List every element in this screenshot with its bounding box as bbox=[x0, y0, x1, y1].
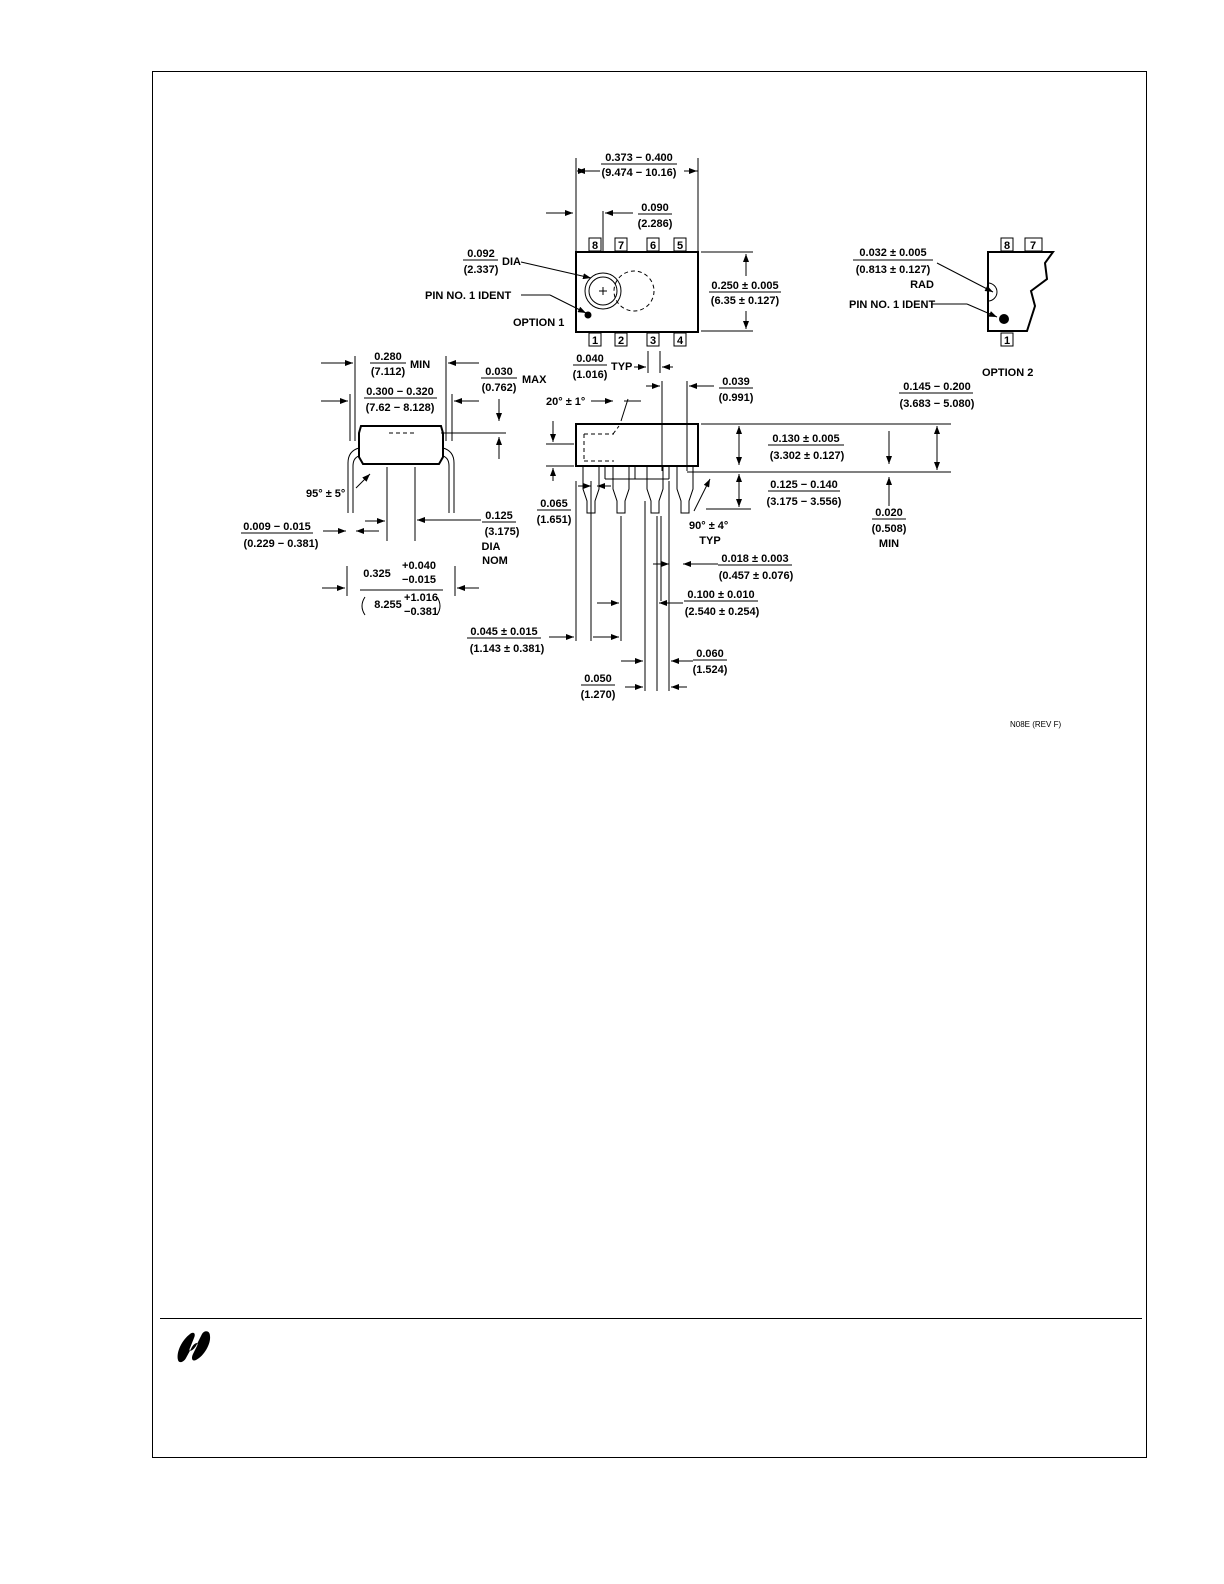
page-frame: 0.373 − 0.400 (9.474 − 10.16) 0.090 (2.2… bbox=[152, 71, 1147, 1458]
body-width-mm: (6.35 ± 0.127) bbox=[711, 295, 780, 307]
shoulder-in: 0.065 bbox=[540, 498, 568, 510]
lead-typ-in: 0.040 bbox=[576, 353, 604, 365]
package-body bbox=[575, 251, 699, 333]
pin-5: 5 bbox=[677, 240, 683, 252]
lead-w-mm: (0.457 ± 0.076) bbox=[719, 570, 794, 582]
opt2-pin-8: 8 bbox=[1004, 240, 1010, 252]
angle95: 95° ± 5° bbox=[306, 488, 345, 500]
option2-body bbox=[987, 251, 1055, 332]
opt2-pin1-dot bbox=[999, 314, 1009, 324]
lead-thick-mm: (0.229 − 0.381) bbox=[244, 538, 319, 550]
end-lead-mm: (1.143 ± 0.381) bbox=[470, 643, 545, 655]
top-pins: 8 7 6 5 bbox=[588, 237, 687, 252]
opt2-pin-1: 1 bbox=[1004, 335, 1010, 347]
pin-6: 6 bbox=[650, 240, 656, 252]
option-1-label: OPTION 1 bbox=[513, 317, 564, 329]
d039-mm: (0.991) bbox=[719, 392, 754, 404]
lead-len-mm: (3.175 − 3.556) bbox=[767, 496, 842, 508]
option2-view: 8 7 1 0.032 ± 0.005 (0.813 ± 0.127) RAD … bbox=[849, 237, 1055, 379]
overall-width-mm: (9.474 − 10.16) bbox=[602, 167, 677, 179]
side-body bbox=[575, 423, 699, 467]
max-in: 0.030 bbox=[485, 366, 513, 378]
pin1-dot bbox=[584, 311, 592, 319]
pin-1: 1 bbox=[592, 335, 598, 347]
row-span-in: 0.325 bbox=[363, 568, 391, 580]
overall-width-in: 0.373 − 0.400 bbox=[605, 152, 673, 164]
max-suffix: MAX bbox=[522, 374, 547, 386]
option-2-label: OPTION 2 bbox=[982, 367, 1033, 379]
standoff-suffix: MIN bbox=[879, 538, 899, 550]
d090-mm: (2.286) bbox=[638, 218, 673, 230]
w050-mm: (1.270) bbox=[581, 689, 616, 701]
pin-8: 8 bbox=[592, 240, 598, 252]
footer-divider bbox=[160, 1318, 1142, 1319]
opt2-pin-7: 7 bbox=[1030, 240, 1036, 252]
min-span-in: 0.280 bbox=[374, 351, 402, 363]
end-body bbox=[358, 425, 444, 465]
lead-typ-mm: (1.016) bbox=[573, 369, 608, 381]
rad-mm: (0.813 ± 0.127) bbox=[856, 264, 931, 276]
end-lead-in: 0.045 ± 0.015 bbox=[470, 626, 537, 638]
span-mm: (7.62 − 8.128) bbox=[366, 402, 435, 414]
pin-3: 3 bbox=[650, 335, 656, 347]
dia-nom-mm: (3.175) bbox=[485, 526, 520, 538]
d039-in: 0.039 bbox=[722, 376, 750, 388]
body-width-in: 0.250 ± 0.005 bbox=[711, 280, 778, 292]
bottom-pins: 1 2 3 4 bbox=[588, 332, 687, 347]
height-total-mm: (3.683 − 5.080) bbox=[900, 398, 975, 410]
height-total-in: 0.145 − 0.200 bbox=[903, 381, 971, 393]
lead-len-in: 0.125 − 0.140 bbox=[770, 479, 838, 491]
rad-suffix: RAD bbox=[910, 279, 934, 291]
dia-nom-l2: NOM bbox=[482, 555, 508, 567]
pitch-in: 0.100 ± 0.010 bbox=[687, 589, 754, 601]
pin1-ident-1: PIN NO. 1 IDENT bbox=[425, 290, 511, 302]
side-view: 20° ± 1° 0.039 (0.991) 0.145 − 0.200 (3.… bbox=[467, 376, 975, 701]
dia-in: 0.092 bbox=[467, 248, 495, 260]
min-span-suffix: MIN bbox=[410, 359, 430, 371]
dia-nom-in: 0.125 bbox=[485, 510, 513, 522]
row-span-mm: 8.255 bbox=[374, 599, 402, 611]
row-span-minus-mm: −0.381 bbox=[404, 606, 438, 618]
row-span-plus-in: +0.040 bbox=[402, 560, 436, 572]
rad-in: 0.032 ± 0.005 bbox=[859, 247, 926, 259]
body-h-in: 0.130 ± 0.005 bbox=[772, 433, 839, 445]
shoulder-mm: (1.651) bbox=[537, 514, 572, 526]
dia-suffix: DIA bbox=[502, 256, 521, 268]
standoff-in: 0.020 bbox=[875, 507, 903, 519]
pin-7: 7 bbox=[618, 240, 624, 252]
min-span-mm: (7.112) bbox=[371, 366, 406, 378]
company-logo-icon bbox=[177, 1331, 211, 1363]
body-h-mm: (3.302 ± 0.127) bbox=[770, 450, 845, 462]
pin-4: 4 bbox=[677, 335, 684, 347]
span-in: 0.300 − 0.320 bbox=[366, 386, 434, 398]
row-span-minus-in: −0.015 bbox=[402, 574, 436, 586]
angle90: 90° ± 4° bbox=[689, 520, 728, 532]
w060-mm: (1.524) bbox=[693, 664, 728, 676]
pitch-mm: (2.540 ± 0.254) bbox=[685, 606, 760, 618]
lead-thick-in: 0.009 − 0.015 bbox=[243, 521, 311, 533]
dia-nom-l1: DIA bbox=[482, 541, 501, 553]
standoff-mm: (0.508) bbox=[872, 523, 907, 535]
end-view: 0.280 (7.112) MIN 0.300 − 0.320 (7.62 − … bbox=[241, 351, 547, 618]
row-span-plus-mm: +1.016 bbox=[404, 592, 438, 604]
lead-typ-suffix: TYP bbox=[611, 361, 632, 373]
revision-code: N08E (REV F) bbox=[1010, 720, 1061, 729]
pin1-ident-2: PIN NO. 1 IDENT bbox=[849, 299, 935, 311]
package-drawing: 0.373 − 0.400 (9.474 − 10.16) 0.090 (2.2… bbox=[241, 152, 1061, 729]
max-mm: (0.762) bbox=[482, 382, 517, 394]
angle90-typ: TYP bbox=[699, 535, 720, 547]
w060-in: 0.060 bbox=[696, 648, 724, 660]
d090-in: 0.090 bbox=[641, 202, 669, 214]
w050-in: 0.050 bbox=[584, 673, 612, 685]
lead-w-in: 0.018 ± 0.003 bbox=[721, 553, 788, 565]
top-view: 0.373 − 0.400 (9.474 − 10.16) 0.090 (2.2… bbox=[425, 152, 781, 381]
pin-2: 2 bbox=[618, 335, 624, 347]
angle20: 20° ± 1° bbox=[546, 396, 585, 408]
dia-mm: (2.337) bbox=[464, 264, 499, 276]
